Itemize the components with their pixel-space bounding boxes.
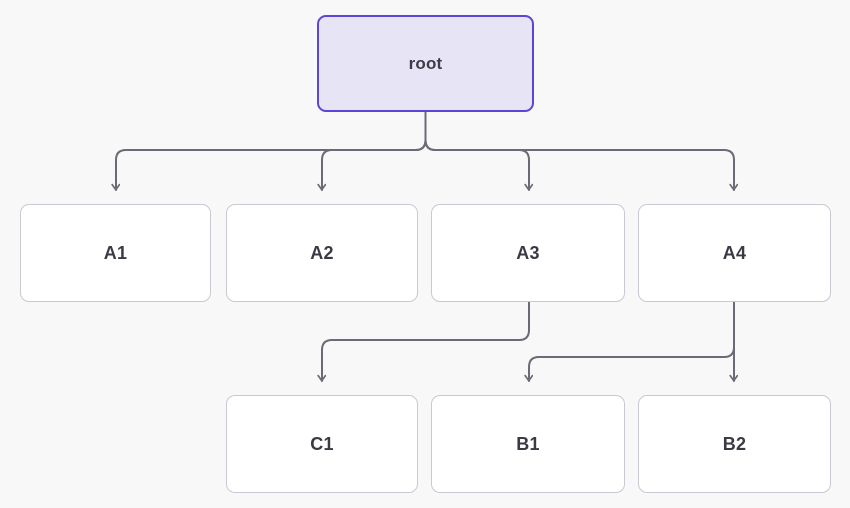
edge-root-A3 — [424, 139, 530, 191]
node-b1-label: B1 — [516, 434, 540, 454]
node-a1[interactable]: A1 — [20, 204, 211, 302]
node-c1-label: C1 — [310, 434, 334, 454]
node-b1[interactable]: B1 — [431, 395, 625, 493]
node-c1[interactable]: C1 — [226, 395, 418, 493]
node-a1-label: A1 — [103, 243, 128, 263]
node-b2-label: B2 — [722, 434, 747, 454]
node-a3-label: A3 — [516, 243, 540, 263]
edge-A4-B1 — [529, 346, 735, 382]
node-a2-label: A2 — [310, 243, 334, 263]
node-a3[interactable]: A3 — [431, 204, 625, 302]
edge-A3-C1 — [322, 301, 530, 382]
edge-root-A1 — [116, 139, 427, 191]
edge-root-A2 — [322, 139, 427, 191]
node-b2[interactable]: B2 — [638, 395, 831, 493]
edge-root-A4 — [424, 139, 735, 191]
node-root-label: root — [408, 54, 443, 73]
node-root[interactable]: root — [317, 15, 534, 112]
node-a4[interactable]: A4 — [638, 204, 831, 302]
node-a4-label: A4 — [722, 243, 747, 263]
node-a2[interactable]: A2 — [226, 204, 418, 302]
